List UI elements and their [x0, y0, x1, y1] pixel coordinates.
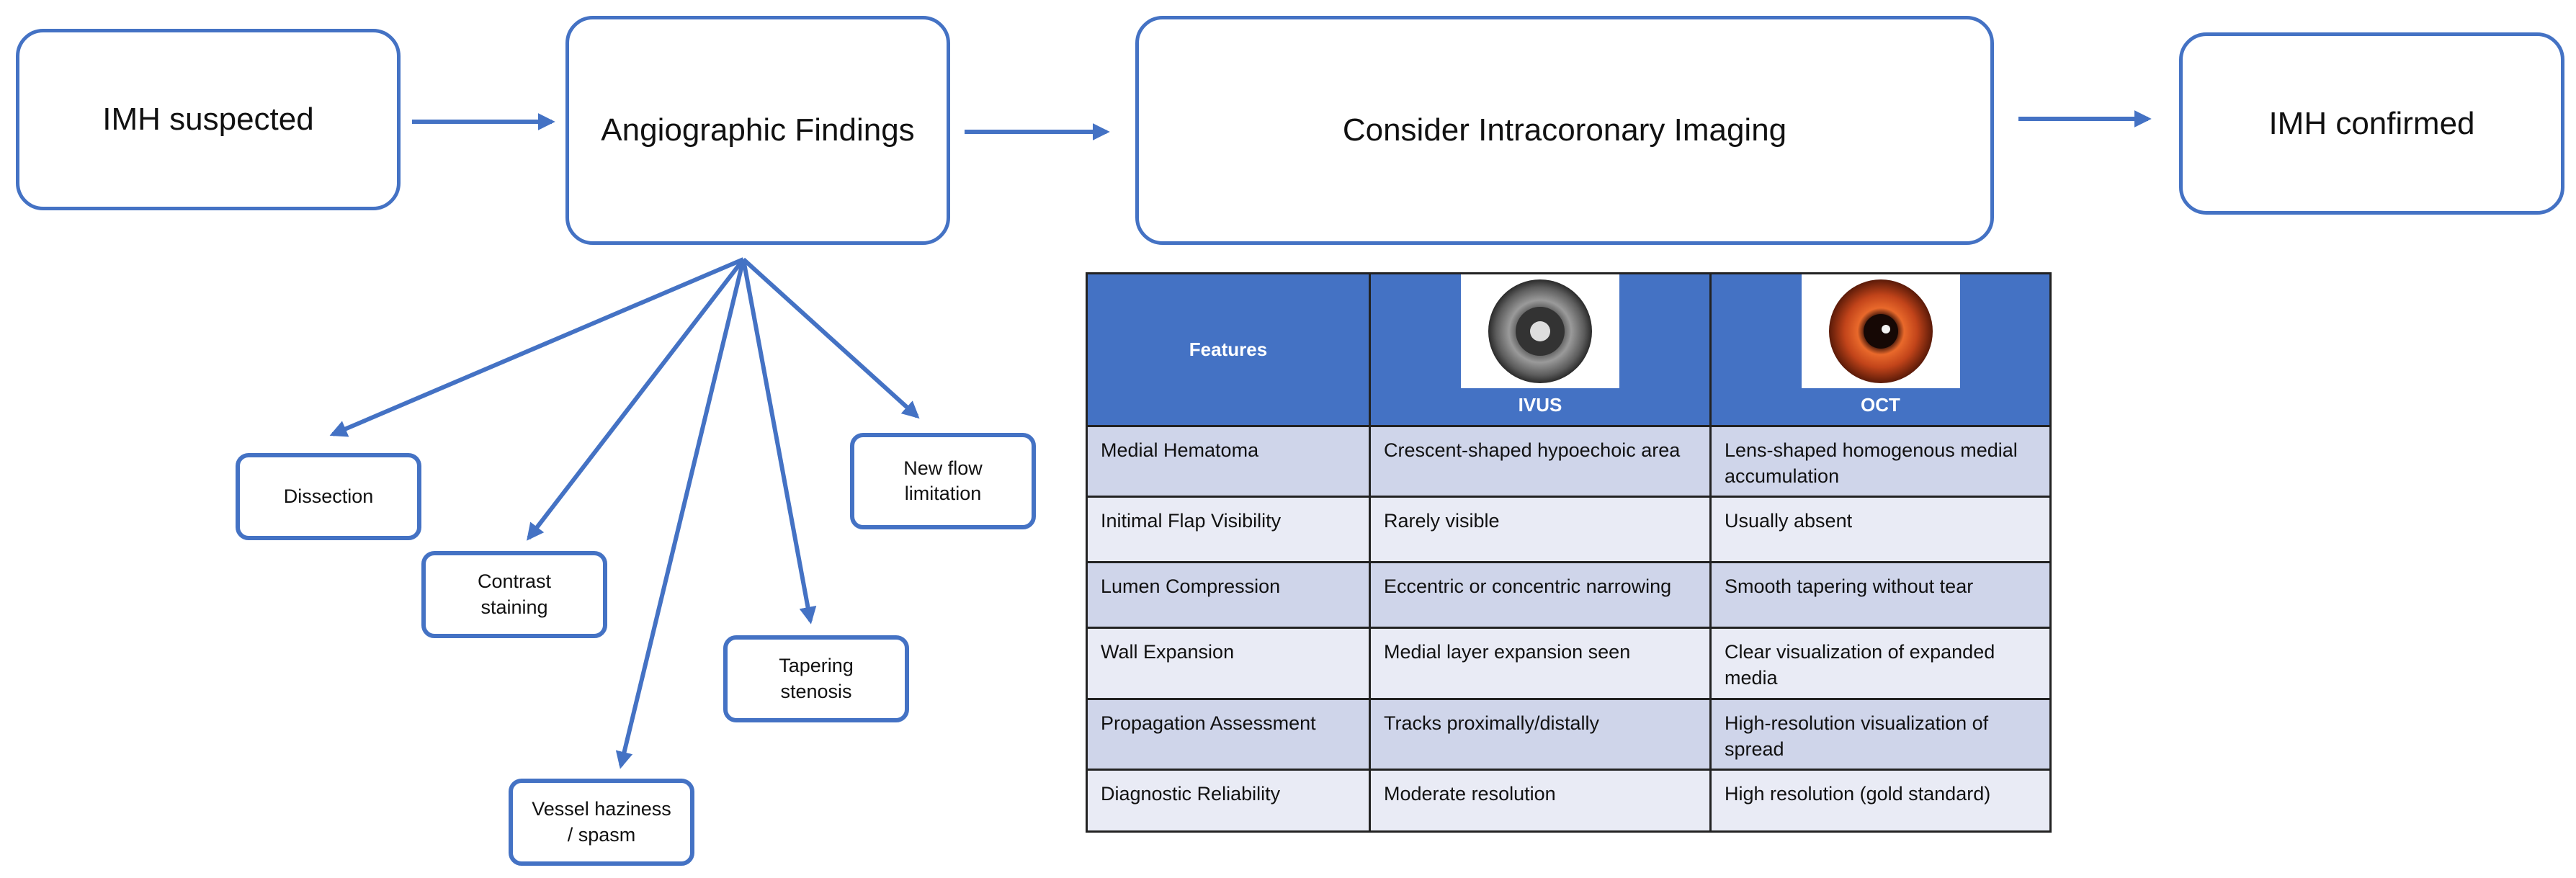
dissection-box: Dissection: [236, 453, 421, 540]
feature-cell: Propagation Assessment: [1086, 698, 1371, 771]
vessel-haziness-box: Vessel haziness / spasm: [509, 779, 694, 866]
features-header: Features: [1086, 272, 1371, 427]
table-row: Diagnostic Reliability Moderate resoluti…: [1086, 769, 2052, 833]
angiographic-findings-box: Angiographic Findings: [565, 16, 950, 245]
angiographic-findings-label: Angiographic Findings: [601, 112, 915, 148]
table-row: Initimal Flap Visibility Rarely visible …: [1086, 496, 2052, 563]
table-row: Medial Hematoma Crescent-shaped hypoecho…: [1086, 425, 2052, 498]
intracoronary-imaging-label: Consider Intracoronary Imaging: [1342, 112, 1787, 148]
imh-suspected-label: IMH suspected: [102, 102, 314, 137]
ivus-cross-section-icon: [1488, 279, 1592, 383]
tapering-stenosis-line1: Tapering: [779, 655, 854, 677]
oct-cell: Lens-shaped homogenous medial accumulati…: [1709, 425, 2052, 498]
arrow-to-tapering-stenosis: [741, 259, 817, 624]
oct-cell: Clear visualization of expanded media: [1709, 627, 2052, 700]
oct-cell: Usually absent: [1709, 496, 2052, 563]
ivus-cell: Tracks proximally/distally: [1369, 698, 1712, 771]
new-flow-limitation-line1: New flow: [903, 457, 983, 479]
imh-suspected-box: IMH suspected: [16, 29, 401, 210]
ivus-cell: Rarely visible: [1369, 496, 1712, 563]
feature-cell: Diagnostic Reliability: [1086, 769, 1371, 833]
contrast-staining-box: Contrast staining: [421, 551, 607, 638]
ivus-cell: Crescent-shaped hypoechoic area: [1369, 425, 1712, 498]
oct-cross-section-icon: [1828, 279, 1933, 383]
table-row: Propagation Assessment Tracks proximally…: [1086, 698, 2052, 771]
feature-cell: Wall Expansion: [1086, 627, 1371, 700]
arrow-to-vessel-haziness: [615, 259, 746, 769]
intracoronary-imaging-box: Consider Intracoronary Imaging: [1135, 16, 1994, 245]
contrast-staining-line2: staining: [480, 596, 548, 618]
oct-header: OCT: [1709, 272, 2052, 427]
vessel-haziness-line2: / spasm: [567, 823, 636, 846]
arrow-to-contrast-staining: [527, 258, 746, 541]
feature-cell: Initimal Flap Visibility: [1086, 496, 1371, 563]
arrow-to-dissection: [329, 257, 745, 437]
imaging-comparison-table: Features: [1086, 272, 2052, 833]
dissection-label: Dissection: [283, 485, 374, 507]
oct-cell: Smooth tapering without tear: [1709, 561, 2052, 629]
ivus-image: [1461, 274, 1619, 388]
tapering-stenosis-box: Tapering stenosis: [723, 635, 909, 722]
ivus-cell: Moderate resolution: [1369, 769, 1712, 833]
oct-header-label: OCT: [1861, 394, 1900, 416]
oct-image: [1801, 274, 1960, 388]
imh-confirmed-label: IMH confirmed: [2268, 105, 2475, 141]
ivus-cell: Eccentric or concentric narrowing: [1369, 561, 1712, 629]
oct-cell: High-resolution visualization of spread: [1709, 698, 2052, 771]
oct-cell: High resolution (gold standard): [1709, 769, 2052, 833]
tapering-stenosis-line2: stenosis: [780, 680, 852, 702]
imh-confirmed-box: IMH confirmed: [2179, 32, 2564, 215]
arrow-to-new-flow: [741, 257, 920, 419]
table-row: Lumen Compression Eccentric or concentri…: [1086, 561, 2052, 629]
new-flow-limitation-line2: limitation: [904, 483, 982, 504]
table-header-row: Features: [1086, 272, 2052, 427]
feature-cell: Lumen Compression: [1086, 561, 1371, 629]
table-row: Wall Expansion Medial layer expansion se…: [1086, 627, 2052, 700]
ivus-cell: Medial layer expansion seen: [1369, 627, 1712, 700]
new-flow-limitation-box: New flow limitation: [850, 433, 1036, 529]
vessel-haziness-line1: Vessel haziness: [532, 798, 671, 820]
ivus-header-label: IVUS: [1518, 394, 1562, 416]
contrast-staining-line1: Contrast: [477, 570, 552, 593]
feature-cell: Medial Hematoma: [1086, 425, 1371, 498]
ivus-header: IVUS: [1369, 272, 1712, 427]
